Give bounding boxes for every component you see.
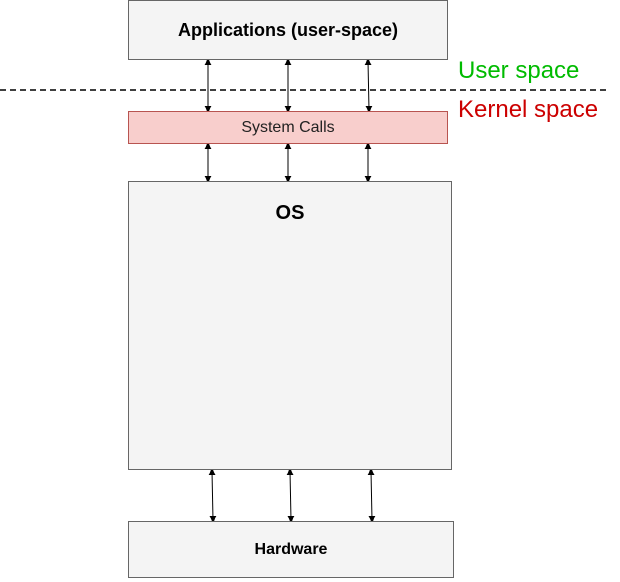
system-calls-box: System Calls <box>128 111 448 144</box>
arrow-os-hardware-3 <box>371 471 372 520</box>
os-box: OS <box>128 181 452 470</box>
applications-label: Applications (user-space) <box>177 19 399 40</box>
hardware-label: Hardware <box>254 540 328 558</box>
arrow-os-hardware-2 <box>290 471 291 520</box>
hardware-box: Hardware <box>128 521 454 578</box>
system-calls-label: System Calls <box>241 118 335 136</box>
user-space-label: User space <box>458 57 580 84</box>
arrow-apps-syscalls-3 <box>368 61 369 110</box>
kernel-space-label: Kernel space <box>458 96 599 123</box>
os-label: OS <box>275 202 305 224</box>
arrow-os-hardware-1 <box>212 471 213 520</box>
applications-box: Applications (user-space) <box>128 0 448 60</box>
